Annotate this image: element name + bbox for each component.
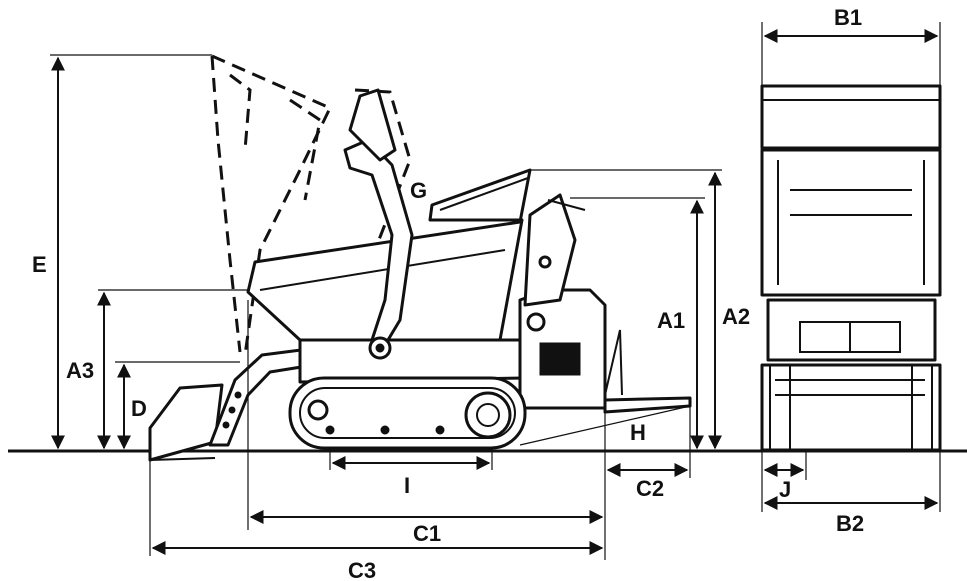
front-skip-top xyxy=(760,84,942,150)
crawler-track xyxy=(288,376,527,450)
control-tower xyxy=(523,193,577,307)
dimension-labels: E A3 D G H A1 A2 I C2 C1 C3 B1 B2 J xyxy=(32,5,864,581)
label-H: H xyxy=(630,420,646,445)
label-C1: C1 xyxy=(413,521,441,546)
label-G: G xyxy=(410,178,427,203)
label-A3: A3 xyxy=(66,358,94,383)
label-E: E xyxy=(32,252,47,277)
label-A2: A2 xyxy=(722,304,750,329)
label-D: D xyxy=(131,396,147,421)
engine-grille xyxy=(539,342,581,376)
front-view-machine xyxy=(760,84,942,452)
label-C3: C3 xyxy=(348,558,376,581)
rear-platform xyxy=(603,396,692,414)
label-A1: A1 xyxy=(657,308,685,333)
label-B2: B2 xyxy=(836,511,864,536)
label-J: J xyxy=(779,477,791,502)
front-skip-body xyxy=(760,148,942,297)
label-B1: B1 xyxy=(834,5,862,30)
label-C2: C2 xyxy=(636,476,664,501)
dimension-lines xyxy=(50,22,941,560)
label-I: I xyxy=(404,473,410,498)
front-track-base xyxy=(760,363,942,452)
loader-bucket xyxy=(148,383,224,462)
chassis xyxy=(298,338,527,384)
side-view-machine xyxy=(148,54,692,462)
